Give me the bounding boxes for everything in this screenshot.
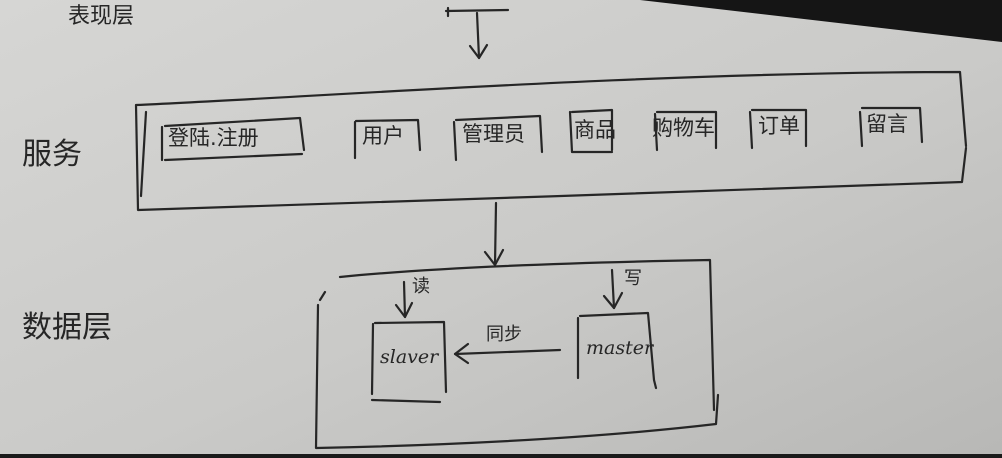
master-db-label: master — [586, 337, 654, 359]
module-boxes — [160, 106, 924, 162]
slaver-box — [370, 320, 448, 404]
data-layer-label: 数据层 — [22, 310, 112, 345]
service-module-product: 商品 — [574, 118, 616, 142]
service-layer-label: 服务 — [22, 137, 82, 172]
write-label: 写 — [624, 268, 642, 289]
slave-db-label: slaver — [380, 346, 439, 368]
input-arrow — [444, 6, 510, 60]
master-box — [576, 311, 658, 390]
service-module-login-register: 登陆.注册 — [168, 126, 259, 150]
sync-arrow — [453, 342, 562, 365]
read-arrow — [394, 280, 414, 319]
service-module-admin: 管理员 — [462, 122, 525, 146]
service-to-data-arrow — [483, 201, 505, 267]
service-layer-box — [134, 70, 968, 212]
service-module-cart: 购物车 — [652, 116, 715, 140]
sync-label: 同步 — [486, 324, 522, 345]
data-layer-box — [314, 258, 720, 450]
service-module-message: 留言 — [866, 112, 908, 136]
service-module-order: 订单 — [758, 114, 800, 138]
write-arrow — [602, 268, 624, 310]
read-label: 读 — [412, 276, 430, 297]
presentation-layer-label: 表现层 — [68, 4, 135, 29]
service-module-user: 用户 — [362, 124, 404, 148]
